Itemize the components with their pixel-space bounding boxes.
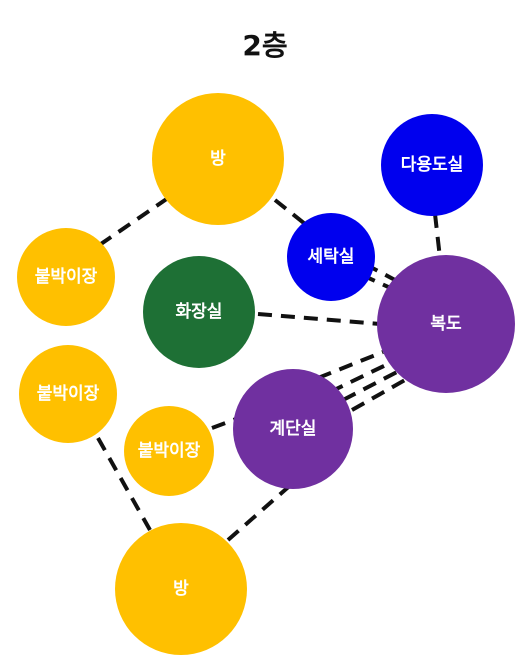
edge-stair-hallway-1 [317, 350, 384, 380]
edge-room-top-laundry [273, 198, 307, 226]
edge-room-top-closet-1 [96, 196, 170, 248]
node-label: 방 [210, 149, 226, 169]
node-room-top[interactable]: 방 [152, 93, 284, 225]
node-circle [115, 523, 247, 655]
node-label: 화장실 [176, 302, 223, 322]
node-stair-room[interactable]: 계단실 [233, 369, 353, 489]
node-label: 방 [173, 579, 189, 599]
node-circle [233, 369, 353, 489]
edge-closet-2-room-bottom [96, 437, 152, 531]
edge-stair-hallway-4 [351, 378, 406, 412]
nodes-layer: 방 붙박이장 붙박이장 붙박이장 방 다용도실 세탁실 화장실 [17, 93, 515, 655]
node-closet-1[interactable]: 붙박이장 [17, 228, 115, 326]
node-laundry-room[interactable]: 세탁실 [287, 213, 375, 301]
node-circle [287, 213, 375, 301]
node-circle [17, 228, 115, 326]
node-circle [19, 345, 117, 443]
node-label: 붙박이장 [138, 441, 201, 461]
edge-multipurpose-hallway [433, 213, 442, 259]
diagram-title: 2층 [242, 29, 288, 62]
node-label: 다용도실 [401, 155, 464, 175]
node-label: 복도 [430, 314, 462, 334]
node-circle [377, 255, 515, 393]
node-circle [381, 114, 483, 216]
node-label: 붙박이장 [35, 267, 98, 287]
node-closet-2[interactable]: 붙박이장 [19, 345, 117, 443]
node-label: 세탁실 [308, 247, 355, 267]
node-circle [143, 256, 255, 368]
node-circle [124, 406, 214, 496]
edge-room-bottom-stair [226, 480, 296, 542]
edge-bathroom-hallway [257, 312, 381, 326]
node-label: 계단실 [270, 419, 317, 439]
edge-stair-hallway-2 [329, 361, 391, 394]
edge-stair-hallway-3 [342, 370, 398, 402]
node-bathroom[interactable]: 화장실 [143, 256, 255, 368]
node-circle [152, 93, 284, 225]
node-room-bottom[interactable]: 방 [115, 523, 247, 655]
edge-closet-3-stair [211, 417, 237, 430]
node-label: 붙박이장 [37, 384, 100, 404]
node-hallway[interactable]: 복도 [377, 255, 515, 393]
node-closet-3[interactable]: 붙박이장 [124, 406, 214, 496]
node-multipurpose-room[interactable]: 다용도실 [381, 114, 483, 216]
